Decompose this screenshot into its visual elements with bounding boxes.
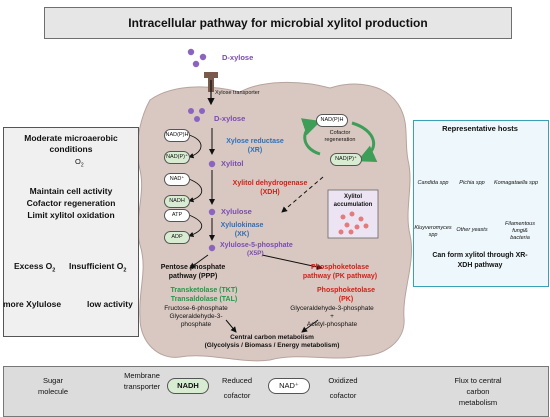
legend-flux-2: carbon bbox=[466, 387, 490, 396]
hosts-box bbox=[413, 120, 549, 287]
regen-nadph: NAD(P)H bbox=[316, 114, 348, 127]
legend-sugar-2: molecule bbox=[37, 387, 69, 396]
pk-enzyme-2: (PK) bbox=[338, 296, 354, 303]
excess-o2: Excess O2 bbox=[14, 261, 56, 274]
legend-flux-3: metabolism bbox=[458, 398, 498, 407]
accumulation-label-2: accumulation bbox=[333, 202, 373, 208]
central-metabolism-1: Central carbon metabolism bbox=[230, 334, 314, 341]
legend-nadh-pill: NADH bbox=[167, 378, 209, 394]
xk-name: Xylulokinase bbox=[220, 222, 264, 229]
xdh-abbr: (XDH) bbox=[260, 189, 280, 196]
regen-label-2: regeneration bbox=[324, 137, 356, 143]
goal-limit: Limit xylitol oxidation bbox=[27, 210, 115, 220]
host-other-yeasts: Other yeasts bbox=[456, 227, 488, 233]
tal-label: Transaldolase (TAL) bbox=[170, 296, 238, 303]
xr-name: Xylose reductase bbox=[226, 138, 284, 145]
legend-membrane-1: Membrane bbox=[124, 371, 160, 380]
legend-oxidized-2: cofactor bbox=[329, 391, 357, 400]
xr-abbr: (XR) bbox=[247, 147, 263, 154]
transporter-label: Xylose transporter bbox=[215, 90, 260, 96]
pk-enzyme-1: Phosphoketolase bbox=[317, 287, 375, 294]
host-pichia: Pichia spp bbox=[459, 180, 485, 186]
title-box: Intracellular pathway for microbial xyli… bbox=[44, 7, 512, 39]
central-metabolism-2: (Glycolysis / Biomass / Energy metabolis… bbox=[204, 342, 340, 349]
hosts-summary-1: Can form xylitol through XR- bbox=[432, 252, 528, 259]
host-komagataella: Komagataella spp bbox=[493, 180, 539, 186]
legend-reduced-2: cofactor bbox=[223, 391, 251, 400]
result-low-activity: low activity bbox=[87, 299, 133, 309]
pk-path-1: Phosphoketolase bbox=[311, 264, 369, 271]
dxylose-inside-label: D-xylose bbox=[214, 114, 246, 123]
result-more-xylulose: more Xylulose bbox=[3, 299, 62, 309]
regen-label-1: Cofactor bbox=[329, 130, 351, 136]
regen-nadp: NAD(P)⁺ bbox=[330, 153, 362, 166]
pk-path-2: pathway (PK pathway) bbox=[302, 273, 378, 280]
xk-abbr: (XK) bbox=[234, 231, 250, 238]
legend-nad-pill: NAD⁺ bbox=[268, 378, 310, 394]
xylulose-label: Xylulose bbox=[221, 207, 252, 216]
xdh-name: Xylitol dehydrogenase bbox=[232, 180, 308, 187]
accumulation-label-1: Xylitol bbox=[343, 194, 363, 200]
sugar-molecules-inside bbox=[188, 108, 205, 122]
legend-oxidized-1: Oxidized bbox=[328, 376, 358, 385]
ppp-label-1: Pentose phosphate bbox=[160, 264, 226, 271]
host-candida: Candida spp bbox=[417, 180, 449, 186]
x5p-abbr: (X5P) bbox=[247, 250, 264, 257]
conditions-line-2: conditions bbox=[49, 144, 93, 154]
tkt-label: Transketolase (TKT) bbox=[170, 287, 238, 294]
hosts-title: Representative hosts bbox=[442, 124, 518, 133]
ppp-product-2: Glyceraldehyde-3- bbox=[169, 313, 223, 320]
conditions-box bbox=[3, 127, 139, 337]
hosts-summary-2: XDH pathway bbox=[457, 262, 503, 269]
legend-sugar-1: Sugar bbox=[42, 376, 64, 385]
pk-product-2: Acetyl-phosphate bbox=[306, 321, 358, 328]
cofactor-adp: ADP bbox=[164, 231, 190, 244]
legend-membrane-2: transporter bbox=[123, 382, 161, 391]
ppp-label-2: pathway (PPP) bbox=[168, 273, 218, 280]
cofactor-atp: ATP bbox=[164, 209, 190, 222]
cofactor-nadh: NADH bbox=[164, 195, 190, 208]
xylitol-label: Xylitol bbox=[221, 159, 244, 168]
cofactor-nadph: NAD(P)H bbox=[164, 129, 190, 142]
insufficient-o2: Insufficient O2 bbox=[69, 261, 127, 274]
page-title: Intracellular pathway for microbial xyli… bbox=[128, 16, 428, 30]
cell-body bbox=[137, 81, 412, 362]
host-filamentous: Filamentous bbox=[505, 221, 535, 227]
oxygen-symbol: O2 bbox=[75, 157, 84, 169]
host-kluyveromyces: Kluyveromyces bbox=[414, 225, 452, 231]
dxylose-outside-label: D-xylose bbox=[222, 53, 254, 62]
cofactor-nadp: NAD(P)⁺ bbox=[164, 151, 190, 164]
ppp-product-1: Fructose-6-phosphate bbox=[164, 305, 228, 312]
cofactor-nad: NAD⁺ bbox=[164, 173, 190, 186]
goal-cofactor: Cofactor regeneration bbox=[26, 198, 116, 208]
goal-maintain: Maintain cell activity bbox=[29, 186, 113, 196]
conditions-line-1: Moderate microaerobic bbox=[24, 133, 118, 143]
pk-product-1: Glyceraldehyde-3-phosphate bbox=[290, 305, 374, 312]
legend-reduced-1: Reduced bbox=[221, 376, 253, 385]
host-kluyveromyces-spp: spp bbox=[428, 232, 438, 238]
pk-product-plus: + bbox=[330, 313, 334, 320]
host-fungi: fungi& bbox=[512, 228, 528, 234]
xylose-transporter-icon bbox=[204, 72, 218, 106]
x5p-label: Xylulose-5-phosphate bbox=[220, 242, 293, 249]
host-bacteria: bacteria bbox=[510, 235, 530, 241]
ppp-product-3: phosphate bbox=[180, 321, 212, 328]
legend-flux-1: Flux to central bbox=[454, 376, 502, 385]
sugar-molecules-outside bbox=[187, 48, 207, 68]
